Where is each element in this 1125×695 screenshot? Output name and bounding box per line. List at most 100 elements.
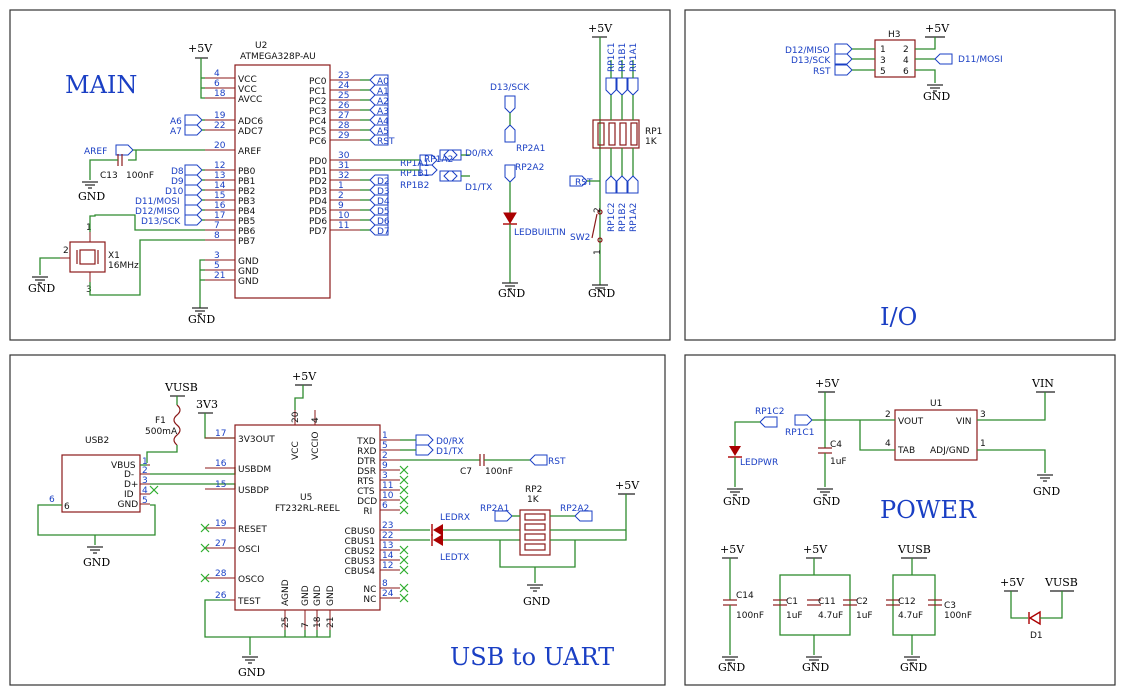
- u5-pin-name: OSCO: [238, 575, 264, 585]
- x1-ref: X1: [108, 251, 120, 261]
- u2-pin-num: 25: [338, 91, 349, 101]
- u5-pin-name: GND: [313, 585, 323, 606]
- power-plus5v-c4: +5V: [815, 377, 840, 390]
- u2-pin-num: 9: [338, 201, 344, 211]
- net-d6: D6: [377, 217, 390, 227]
- rp2-ref: RP2: [525, 485, 542, 495]
- u2-pin-name: PD6: [309, 217, 327, 227]
- power-plus5v-c14: +5V: [720, 543, 745, 556]
- u2-pin-num: 27: [338, 111, 349, 121]
- net-d5: D5: [377, 207, 390, 217]
- svg-text:C3: C3: [944, 601, 956, 611]
- u2-pin-name: PB2: [238, 187, 255, 197]
- u5-part: FT232RL-REEL: [275, 504, 340, 514]
- u5-pin-name: VCCIO: [311, 432, 321, 460]
- rp2-pack: RP2 1K: [519, 485, 551, 556]
- power-net-rp1c1: RP1C1: [785, 428, 814, 438]
- u2-pin-num: 29: [338, 131, 350, 141]
- u2-pin-num: 8: [214, 231, 220, 241]
- svg-text:ADJ/GND: ADJ/GND: [930, 446, 969, 456]
- net-rp1b2: RP1B2: [400, 181, 429, 191]
- usb-gnd-rp2: GND: [523, 595, 550, 608]
- u5-pin-name: TXD: [356, 437, 376, 447]
- f1-value: 500mA: [145, 427, 178, 437]
- u2-pin-name: ADC6: [238, 117, 263, 127]
- u2-pin-num: 16: [214, 201, 226, 211]
- u5-pin-name: NC: [363, 585, 376, 595]
- svg-text:1uF: 1uF: [856, 611, 873, 621]
- net-d13sck-led: D13/SCK: [490, 83, 530, 93]
- c4-ref: C4: [830, 440, 842, 450]
- u5-pin-name: CBUS1: [345, 537, 376, 547]
- c7-value: 100nF: [485, 467, 513, 477]
- c7-ref: C7: [460, 467, 472, 477]
- net-a0: A0: [377, 77, 389, 87]
- c13-value: 100nF: [126, 171, 154, 181]
- svg-text:28: 28: [215, 569, 227, 579]
- svg-text:2: 2: [142, 466, 148, 476]
- svg-text:16: 16: [215, 459, 227, 469]
- u2-pin-num: 13: [214, 171, 225, 181]
- u2-pin-num: 12: [214, 161, 225, 171]
- io-net-sck: D13/SCK: [791, 56, 831, 66]
- u2-pin-name: PD2: [309, 177, 327, 187]
- svg-text:1: 1: [382, 431, 388, 441]
- svg-text:TAB: TAB: [897, 446, 915, 456]
- net-a3: A3: [377, 107, 389, 117]
- u2-pin-num: 6: [214, 79, 220, 89]
- svg-text:8: 8: [382, 579, 388, 589]
- svg-text:6: 6: [64, 502, 70, 512]
- io-net-rst: RST: [813, 67, 831, 77]
- u2-pin-num: 11: [338, 221, 349, 231]
- svg-text:6: 6: [49, 495, 55, 505]
- u5-pin-name: NC: [363, 595, 376, 605]
- svg-text:5: 5: [142, 496, 148, 506]
- u2-part: ATMEGA328P-AU: [240, 52, 316, 62]
- svg-text:2: 2: [63, 246, 69, 256]
- main-title: MAIN: [65, 71, 137, 99]
- power-block: [684, 354, 1116, 686]
- svg-text:1: 1: [880, 45, 886, 55]
- svg-text:3: 3: [880, 56, 886, 66]
- u2-pin-num: 14: [214, 181, 226, 191]
- svg-text:25: 25: [281, 617, 291, 628]
- power-plus5v-grp: +5V: [803, 543, 828, 556]
- net-d10: D10: [165, 187, 184, 197]
- rp1-top-net: RP1B1: [618, 43, 628, 72]
- u5-pin-name: USBDP: [238, 486, 269, 496]
- svg-text:6: 6: [382, 501, 388, 511]
- svg-text:C1: C1: [786, 597, 798, 607]
- svg-text:4: 4: [311, 417, 321, 423]
- main-gnd-sw: GND: [588, 287, 615, 300]
- svg-text:4: 4: [142, 486, 148, 496]
- ledbuiltin-label: LEDBUILTIN: [514, 228, 566, 238]
- sw2-switch: SW2 2 1: [570, 207, 603, 255]
- svg-text:11: 11: [382, 481, 393, 491]
- f1-fuse: [173, 404, 181, 446]
- u2-pin-name: PB5: [238, 217, 255, 227]
- d1-ref: D1: [1030, 631, 1043, 641]
- net-a4: A4: [377, 117, 389, 127]
- u1-regulator: U1 2 VOUT 3 VIN 4 TAB 1 ADJ/GND: [885, 399, 986, 461]
- svg-text:4: 4: [903, 56, 909, 66]
- u2-pin-num: 22: [214, 121, 225, 131]
- main-gnd-x1: GND: [28, 282, 55, 295]
- u2-pin-num: 4: [214, 69, 220, 79]
- svg-text:2: 2: [903, 45, 909, 55]
- u2-pin-name: PC3: [309, 107, 326, 117]
- u2-pin-name: PB4: [238, 207, 256, 217]
- svg-text:3: 3: [980, 410, 986, 420]
- u2-body: [234, 64, 331, 299]
- u2-pin-num: 18: [214, 89, 226, 99]
- usb-3v3: 3V3: [196, 398, 218, 411]
- power-gnd-vusb: GND: [900, 661, 927, 674]
- u2-pin-num: 32: [338, 171, 349, 181]
- svg-text:21: 21: [326, 617, 336, 628]
- u5-pin-name: DTR: [357, 457, 376, 467]
- u2-pin-name: GND: [238, 277, 259, 287]
- svg-text:12: 12: [382, 561, 393, 571]
- u2-pin-name: PD0: [309, 157, 327, 167]
- net-a6: [184, 114, 203, 126]
- u2-pin-num: 1: [338, 181, 344, 191]
